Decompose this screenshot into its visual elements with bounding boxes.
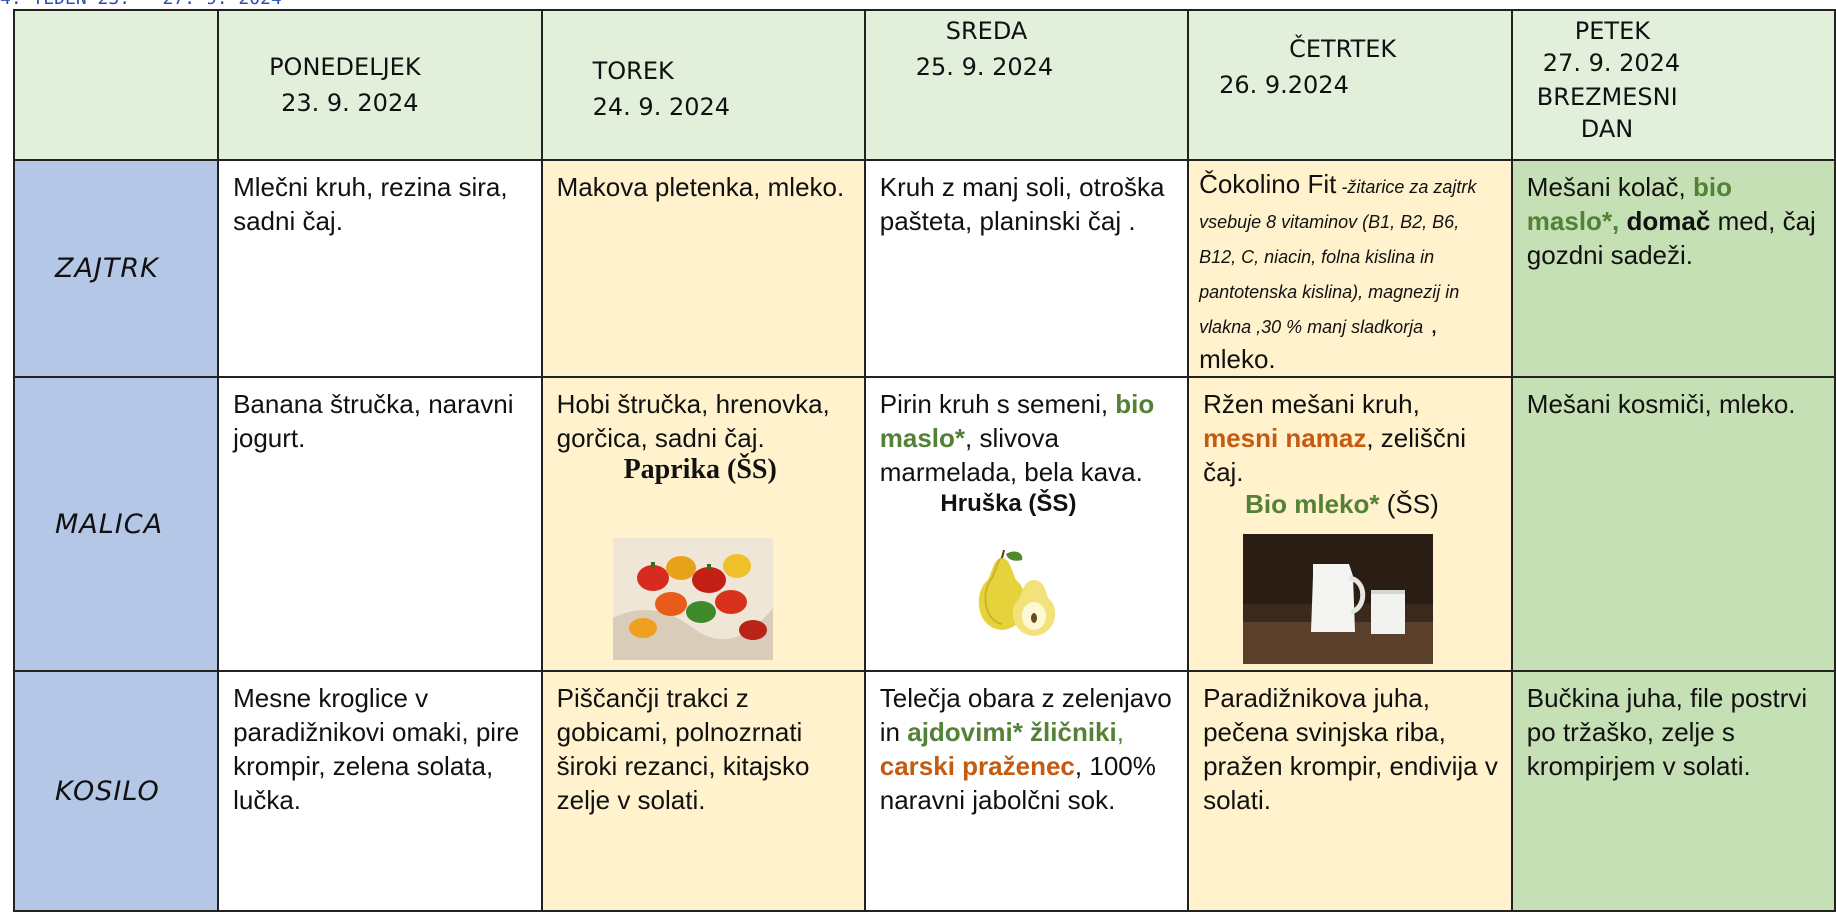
header-friday: PETEK 27. 9. 2024 BREZMESNI DAN (1510, 9, 1836, 161)
row-zajtrk: ZAJTRK Mlečni kruh, rezina sira, sadni č… (12, 159, 1836, 378)
header-corner (12, 9, 220, 161)
header-row: PONEDELJEK 23. 9. 2024 TOREK 24. 9. 2024… (12, 9, 1836, 161)
header-thursday: ČETRTEK 26. 9.2024 (1187, 9, 1513, 161)
header-monday: PONEDELJEK 23. 9. 2024 (217, 9, 543, 161)
header-tuesday: TOREK 24. 9. 2024 (540, 9, 866, 161)
row-malica: MALICA Banana štručka, naravni jogurt. H… (12, 376, 1836, 672)
week-title: 4. TEDEN 23. - 27. 9. 2024 (0, 0, 500, 10)
row-label-malica: MALICA (12, 376, 220, 672)
cell-malica-monday: Banana štručka, naravni jogurt. (217, 376, 543, 672)
paprika-image (612, 538, 773, 660)
milk-image (1243, 534, 1434, 664)
header-wednesday: SREDA 25. 9. 2024 (863, 9, 1190, 161)
cell-malica-thursday: Ržen mešani kruh, mesni namaz, zeliščni … (1187, 376, 1513, 672)
weekly-menu-table: PONEDELJEK 23. 9. 2024 TOREK 24. 9. 2024… (12, 9, 1836, 912)
cell-malica-wednesday: Pirin kruh s semeni, bio maslo*, slivova… (863, 376, 1190, 672)
cell-zajtrk-monday: Mlečni kruh, rezina sira, sadni čaj. (217, 159, 543, 378)
cell-kosilo-tuesday: Piščančji trakci z gobicami, polnozrnati… (540, 670, 866, 912)
row-label-kosilo: KOSILO (12, 670, 220, 912)
cell-zajtrk-friday: Mešani kolač, bio maslo*, domač med, čaj… (1510, 159, 1836, 378)
cell-zajtrk-wednesday: Kruh z manj soli, otroška pašteta, plani… (863, 159, 1190, 378)
school-scheme-bio-mleko: Bio mleko* (ŠS) (1245, 489, 1439, 519)
cell-malica-friday: Mešani kosmiči, mleko. (1510, 376, 1836, 672)
cell-kosilo-friday: Bučkina juha, file postrvi po tržaško, z… (1510, 670, 1836, 912)
row-label-zajtrk: ZAJTRK (12, 159, 220, 378)
cell-zajtrk-tuesday: Makova pletenka, mleko. (540, 159, 866, 378)
cell-kosilo-thursday: Paradižnikova juha, pečena svinjska riba… (1187, 670, 1513, 912)
cell-kosilo-wednesday: Telečja obara z zelenjavo in ajdovimi* ž… (863, 670, 1190, 912)
cell-malica-tuesday: Hobi štručka, hrenovka, gorčica, sadni č… (540, 376, 866, 672)
row-kosilo: KOSILO Mesne kroglice v paradižnikovi om… (12, 670, 1836, 912)
cell-zajtrk-thursday: Čokolino Fit -žitarice za zajtrk vsebuje… (1187, 159, 1513, 378)
school-scheme-paprika: Paprika (ŠS) (623, 454, 777, 485)
cell-kosilo-monday: Mesne kroglice v paradižnikovi omaki, pi… (217, 670, 543, 912)
pear-image (978, 550, 1055, 636)
school-scheme-hruska: Hruška (ŠS) (940, 490, 1077, 517)
